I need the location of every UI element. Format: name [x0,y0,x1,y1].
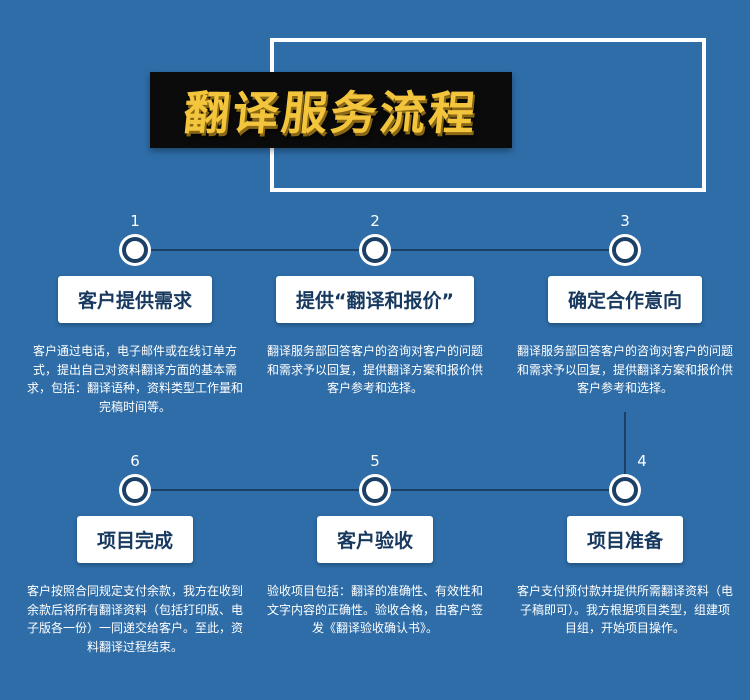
step-description: 验收项目包括：翻译的准确性、有效性和文字内容的正确性。验收合格，由客户签发《翻译… [267,584,484,636]
step-number: 3 [620,212,630,230]
step-number: 6 [130,452,140,470]
step-2: 2 提供“翻译和报价” 翻译服务部回答客户的咨询对客户的问题和需求予以回复，提供… [265,212,485,398]
step-description: 客户按照合同规定支付余款，我方在收到余款后将所有翻译资料（包括打印版、电子版各一… [27,584,244,654]
step-number: 1 [130,212,140,230]
circle-node-icon [366,481,384,499]
step-label: 确定合作意向 [547,276,702,323]
step-label: 客户提供需求 [57,276,212,323]
step-4: 4 项目准备 客户支付预付款并提供所需翻译资料（电子稿即可）。我方根据项目类型，… [515,452,735,638]
step-number: 2 [370,212,380,230]
circle-node-icon [126,241,144,259]
circle-node-icon [126,481,144,499]
circle-node-icon [616,241,634,259]
step-description: 翻译服务部回答客户的咨询对客户的问题和需求予以回复，提供翻译方案和报价供客户参考… [267,344,484,396]
step-number: 4 [637,452,647,470]
step-1: 1 客户提供需求 客户通过电话，电子邮件或在线订单方式，提出自己对资料翻译方面的… [25,212,245,416]
flow-line-vertical [624,412,626,490]
step-label: 项目准备 [566,516,683,563]
step-number: 5 [370,452,380,470]
step-label: 客户验收 [316,516,433,563]
step-3: 3 确定合作意向 翻译服务部回答客户的咨询对客户的问题和需求予以回复，提供翻译方… [515,212,735,398]
step-6: 6 项目完成 客户按照合同规定支付余款，我方在收到余款后将所有翻译资料（包括打印… [25,452,245,656]
step-label: 提供“翻译和报价” [276,276,474,323]
circle-node-icon [616,481,634,499]
circle-node-icon [366,241,384,259]
step-description: 翻译服务部回答客户的咨询对客户的问题和需求予以回复，提供翻译方案和报价供客户参考… [517,344,734,396]
step-label: 项目完成 [76,516,193,563]
page-title: 翻译服务流程 [180,86,481,140]
step-description: 客户通过电话，电子邮件或在线订单方式，提出自己对资料翻译方面的基本需求，包括：翻… [27,344,244,414]
step-description: 客户支付预付款并提供所需翻译资料（电子稿即可）。我方根据项目类型，组建项目组，开… [517,584,734,636]
title-banner: 翻译服务流程 [150,72,512,148]
step-5: 5 客户验收 验收项目包括：翻译的准确性、有效性和文字内容的正确性。验收合格，由… [265,452,485,638]
